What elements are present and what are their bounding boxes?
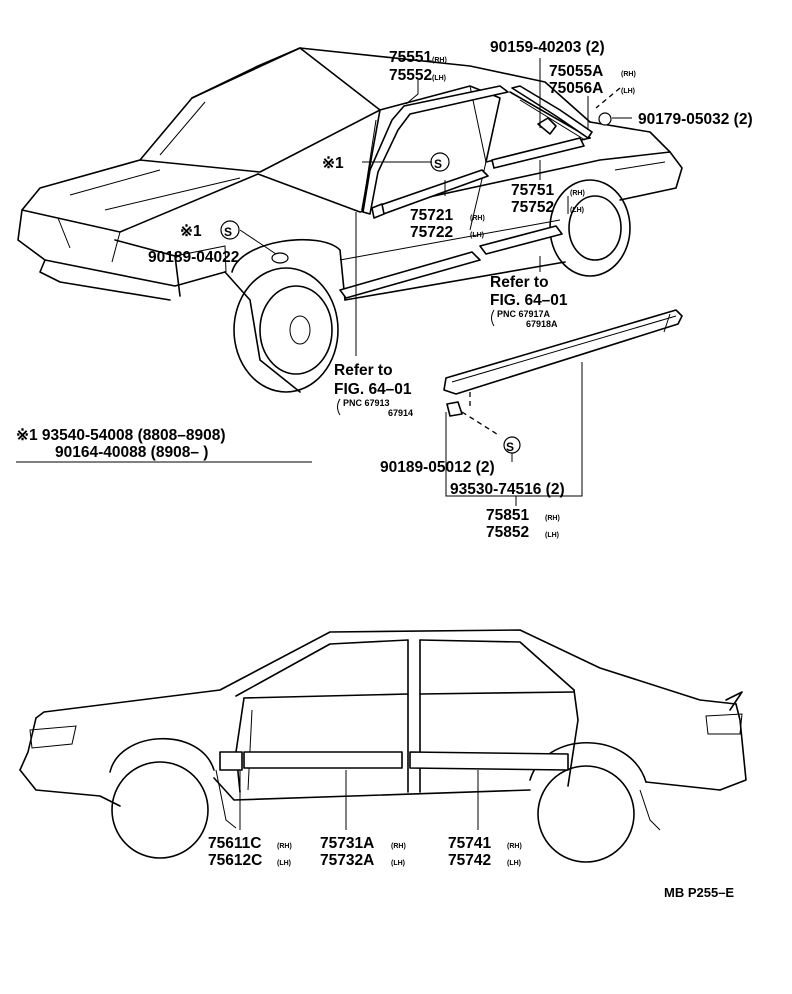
svg-text:75852: 75852 [486, 524, 529, 541]
callout-75741: 75741 (RH) 75742 (LH) [448, 835, 522, 869]
callout-90189-05012: 90189-05012 (2) [380, 459, 495, 476]
svg-text:(RH): (RH) [470, 215, 485, 222]
callout-75751: 75751 (RH) 75752 (LH) [511, 182, 585, 216]
svg-text:(RH): (RH) [277, 843, 292, 850]
svg-text:FIG. 64–01: FIG. 64–01 [490, 292, 568, 309]
svg-text:75055A: 75055A [549, 63, 603, 80]
svg-text:S: S [434, 157, 442, 171]
rocker-molding-front [339, 251, 481, 299]
svg-text:S: S [506, 440, 514, 454]
car-perspective [17, 47, 683, 393]
clip-93530-icon [446, 401, 463, 417]
callout-75055a: 75055A (RH) 75056A (LH) [549, 63, 636, 97]
svg-text:75741: 75741 [448, 835, 491, 852]
clip-90189-icon [271, 252, 289, 264]
svg-text:(LH): (LH) [470, 232, 484, 239]
svg-text:(LH): (LH) [507, 860, 521, 867]
s-mark-icon: S [220, 220, 240, 240]
svg-text:(RH): (RH) [432, 57, 447, 64]
s-mark-icon: S [503, 436, 521, 454]
callout-75551: 75551 (RH) 75552 (LH) [389, 49, 447, 84]
svg-text:75056A: 75056A [549, 80, 603, 97]
svg-text:90164-40088 (8908– ): 90164-40088 (8908– ) [55, 444, 208, 461]
svg-text:75851: 75851 [486, 507, 529, 524]
svg-text:Refer to: Refer to [334, 362, 393, 379]
side-body-molding [215, 751, 661, 831]
svg-text:75551: 75551 [389, 49, 432, 66]
svg-text:(LH): (LH) [621, 88, 635, 95]
belt-molding-rear-75751 [491, 137, 585, 169]
svg-text:Refer to: Refer to [490, 274, 549, 291]
callout-75721: 75721 (RH) 75722 (LH) [410, 207, 485, 241]
clip-note1-icon [371, 203, 385, 219]
callout-93530: 93530-74516 (2) [450, 481, 565, 498]
note-legend: ※1 93540-54008 (8808–8908) 90164-40088 (… [16, 427, 312, 463]
svg-text:(LH): (LH) [432, 75, 446, 82]
rocker-molding-rear [479, 225, 563, 255]
svg-text:(RH): (RH) [545, 515, 560, 522]
callout-90189-04022: 90189-04022 [148, 249, 239, 266]
svg-text:67914: 67914 [388, 408, 413, 418]
refer-fig-64-01-b: Refer to FIG. 64–01 PNC 67913 67914 [334, 362, 413, 418]
callout-75731a: 75731A (RH) 75732A (LH) [320, 835, 406, 869]
svg-text:S: S [224, 225, 232, 239]
svg-text:75731A: 75731A [320, 835, 374, 852]
svg-text:(RH): (RH) [621, 71, 636, 78]
svg-text:75552: 75552 [389, 67, 432, 84]
callout-90159: 90159-40203 (2) [490, 39, 605, 56]
svg-text:※1 93540-54008 (8808–8908): ※1 93540-54008 (8808–8908) [16, 427, 226, 444]
svg-text:67918A: 67918A [526, 319, 558, 329]
svg-text:75732A: 75732A [320, 852, 374, 869]
svg-text:(RH): (RH) [507, 843, 522, 850]
note-mark: ※1 [180, 223, 202, 240]
refer-fig-64-01-a: Refer to FIG. 64–01 PNC 67917A 67918A [490, 274, 568, 329]
svg-text:75751: 75751 [511, 182, 554, 199]
svg-text:(RH): (RH) [570, 190, 585, 197]
svg-text:75721: 75721 [410, 207, 453, 224]
svg-text:75611C: 75611C [208, 835, 261, 852]
svg-text:75752: 75752 [511, 199, 554, 216]
diagram-code: MB P255–E [664, 885, 734, 900]
note-mark: ※1 [322, 155, 344, 172]
svg-text:(LH): (LH) [391, 860, 405, 867]
svg-text:PNC 67913: PNC 67913 [343, 398, 390, 408]
car-side-view [19, 629, 747, 863]
svg-text:75742: 75742 [448, 852, 491, 869]
svg-text:75612C: 75612C [208, 852, 262, 869]
callout-75851: 75851 (RH) 75852 (LH) [486, 507, 560, 541]
svg-text:(LH): (LH) [570, 207, 584, 214]
svg-text:(LH): (LH) [277, 860, 291, 867]
clip-90159-icon [537, 117, 557, 135]
svg-text:FIG. 64–01: FIG. 64–01 [334, 381, 412, 398]
s-mark-icon: S [430, 152, 450, 172]
svg-text:(LH): (LH) [545, 532, 559, 539]
clip-90179-icon [598, 112, 612, 126]
svg-text:PNC 67917A: PNC 67917A [497, 309, 551, 319]
callout-75611c: 75611C (RH) 75612C (LH) [208, 835, 292, 869]
roof-drip-molding-75551 [362, 85, 509, 215]
callout-90179: 90179-05032 (2) [638, 111, 753, 128]
roof-rear-molding-75055a [511, 85, 593, 139]
side-sill-molding-75851 [443, 309, 683, 395]
svg-text:75722: 75722 [410, 224, 453, 241]
svg-text:(RH): (RH) [391, 843, 406, 850]
